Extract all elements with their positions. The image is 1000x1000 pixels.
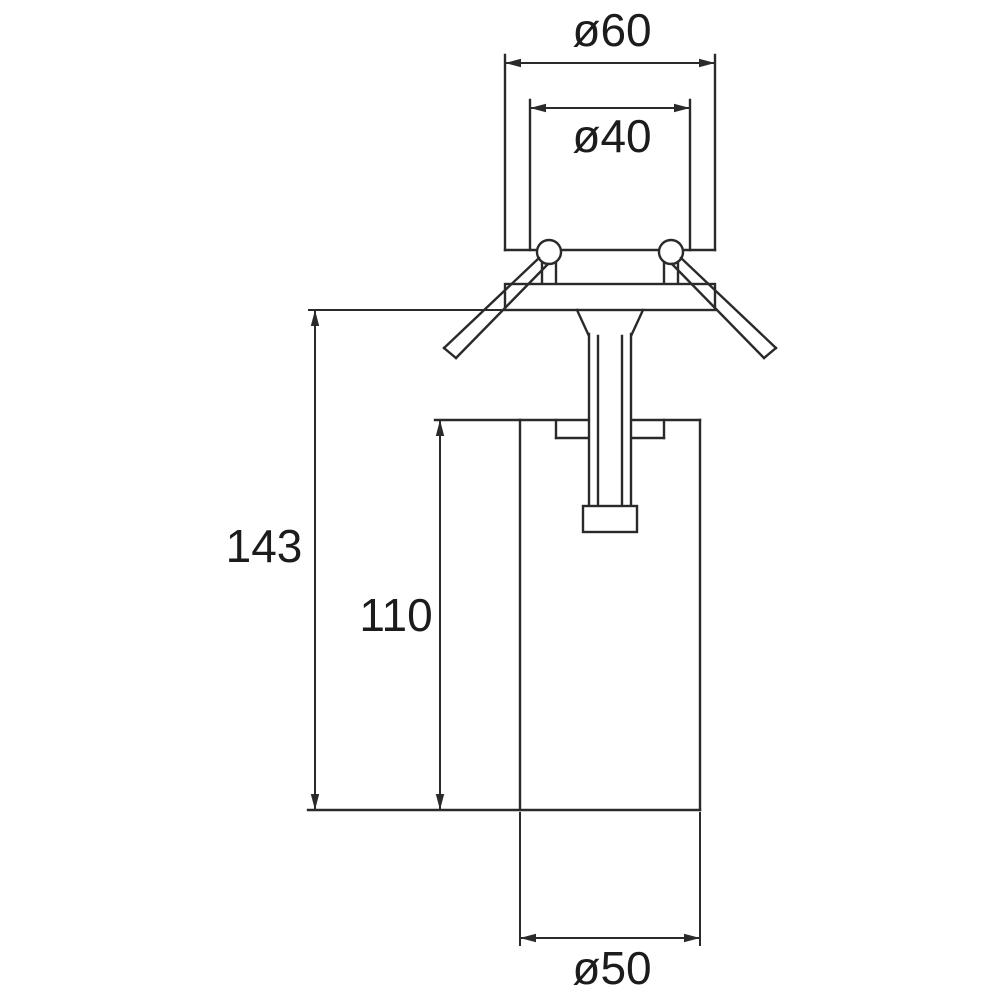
spring-left-wire-a <box>442 256 541 350</box>
spring-right-wire-b <box>670 262 766 360</box>
arrowhead-left-icon <box>520 933 536 943</box>
arrowhead-left-icon <box>530 103 546 113</box>
spring-pivot-right <box>657 238 685 266</box>
dimension-body-height: 110 <box>359 420 445 810</box>
arrowhead-right-icon <box>699 58 715 68</box>
stem-foreground-mask <box>589 334 631 506</box>
dimension-label-total-height: 143 <box>226 520 303 572</box>
arrowhead-down-icon <box>435 794 445 810</box>
dimension-top-outer-diameter: ø60 <box>503 4 717 252</box>
dimension-top-inner-diameter: ø40 <box>528 98 692 252</box>
arrowhead-up-icon <box>435 420 445 436</box>
spring-left-tip <box>442 346 458 360</box>
dimension-label-body-height: 110 <box>359 589 432 641</box>
arrowhead-right-icon <box>684 933 700 943</box>
trim-ring-assembly <box>503 238 717 338</box>
spring-pivot-left <box>535 238 563 266</box>
stem-foot-block <box>581 504 639 534</box>
suspension-stem <box>581 332 639 534</box>
spring-right-wire-a <box>679 256 778 350</box>
dimension-label-inner-diameter: ø40 <box>572 110 651 162</box>
dimension-total-height: 143 <box>226 309 505 810</box>
neck-left-edge <box>575 308 591 338</box>
trim-flange-plate <box>503 282 717 312</box>
arrowhead-left-icon <box>505 58 521 68</box>
dimension-label-bottom-diameter: ø50 <box>572 942 651 994</box>
neck-right-edge <box>629 308 645 338</box>
spring-right-tip <box>762 346 778 360</box>
dimension-label-outer-diameter: ø60 <box>572 4 651 56</box>
arrowhead-down-icon <box>310 794 320 810</box>
dimension-bottom-diameter: ø50 <box>519 812 701 994</box>
arrowhead-up-icon <box>310 310 320 326</box>
arrowhead-right-icon <box>674 103 690 113</box>
lamp-body <box>306 418 702 812</box>
